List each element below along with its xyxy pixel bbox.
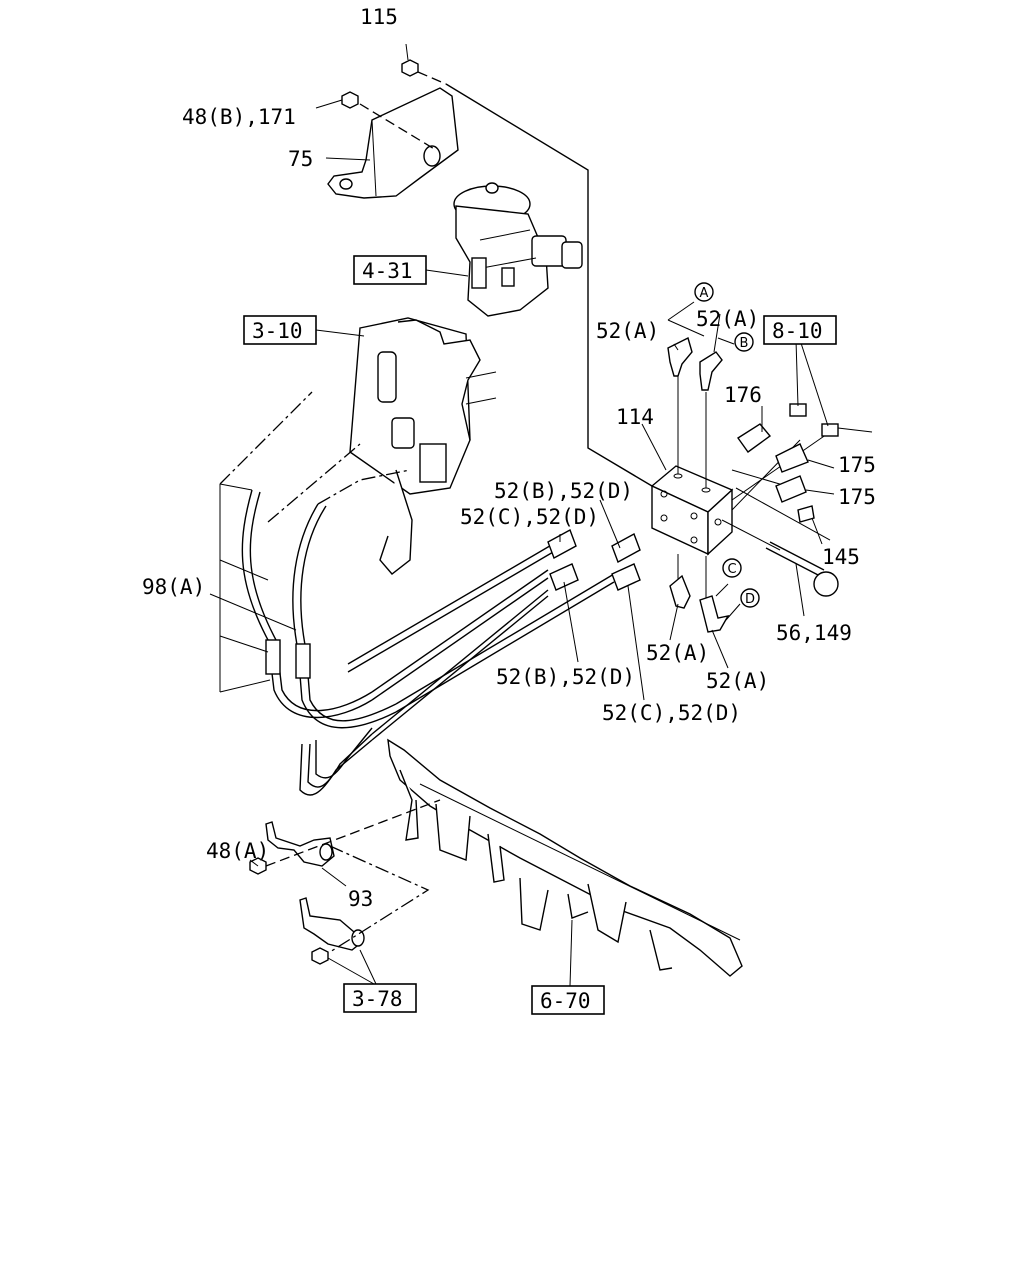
connectors-8-10: [789, 403, 873, 437]
callout-176: 176: [724, 383, 762, 407]
vehicle-frame: [387, 738, 743, 977]
svg-text:3-10: 3-10: [252, 319, 303, 343]
sensor-175-top: [775, 443, 809, 473]
svg-text:C: C: [727, 562, 736, 577]
nut-3-78: [311, 947, 329, 965]
clip-3-78: [299, 897, 365, 951]
plug-145: [797, 505, 815, 523]
callout-52a-mid: 52(A): [646, 641, 709, 665]
callout-48a: 48(A): [206, 839, 269, 863]
callout-56-149: 56,149: [776, 621, 852, 645]
marker-a: A: [694, 282, 714, 302]
callout-52a-low: 52(A): [706, 669, 769, 693]
callout-98a: 98(A): [142, 575, 205, 599]
reference-8-10: 8-10: [763, 315, 837, 345]
fitting-52a-lower-left: [669, 574, 691, 609]
sensor-175-bottom: [775, 475, 807, 503]
callout-52bd-top: 52(B),52(D): [494, 479, 633, 503]
svg-text:B: B: [740, 336, 749, 351]
nipples-52bcd: [547, 528, 641, 591]
fitting-52a-top-right: [699, 351, 723, 391]
fitting-52a-lower-right: [699, 595, 730, 633]
clip-93: [265, 821, 335, 867]
distribution-block-114: [650, 465, 734, 556]
callout-114: 114: [616, 405, 654, 429]
nut-115: [401, 59, 419, 77]
pump-bracket-75: [327, 87, 459, 199]
svg-text:D: D: [745, 592, 755, 607]
callout-52a-left: 52(A): [596, 319, 659, 343]
reference-6-70: 6-70: [531, 985, 605, 1015]
injection-pump: [453, 182, 583, 317]
connector-176: [737, 423, 772, 453]
marker-c: C: [722, 558, 742, 578]
nut-48b: [341, 91, 359, 109]
callout-52a-right: 52(A): [696, 307, 759, 331]
svg-text:3-78: 3-78: [352, 987, 403, 1011]
callout-75: 75: [288, 147, 313, 171]
fuel-pipes-98a: [241, 489, 615, 796]
bolt-56-149: [765, 541, 839, 597]
callout-115: 115: [360, 5, 398, 29]
callout-52bd-bottom: 52(B),52(D): [496, 665, 635, 689]
reference-3-78: 3-78: [343, 983, 417, 1013]
callout-52cd-bottom: 52(C),52(D): [602, 701, 741, 725]
callout-175-top: 175: [838, 453, 876, 477]
svg-text:4-31: 4-31: [362, 259, 413, 283]
fitting-52a-top-left: [667, 336, 693, 377]
callout-48b-171: 48(B),171: [182, 105, 296, 129]
marker-d: D: [740, 588, 760, 608]
svg-text:A: A: [700, 286, 709, 301]
callout-145: 145: [822, 545, 860, 569]
svg-text:6-70: 6-70: [540, 989, 591, 1013]
svg-text:8-10: 8-10: [772, 319, 823, 343]
callout-93: 93: [348, 887, 373, 911]
callout-175-bottom: 175: [838, 485, 876, 509]
marker-b: B: [734, 332, 754, 352]
fuel-filter-assembly: [349, 317, 497, 575]
leader-lines-98a: [209, 391, 411, 693]
reference-4-31: 4-31: [353, 255, 469, 285]
reference-3-10: 3-10: [243, 315, 365, 345]
callout-52cd-top: 52(C),52(D): [460, 505, 599, 529]
